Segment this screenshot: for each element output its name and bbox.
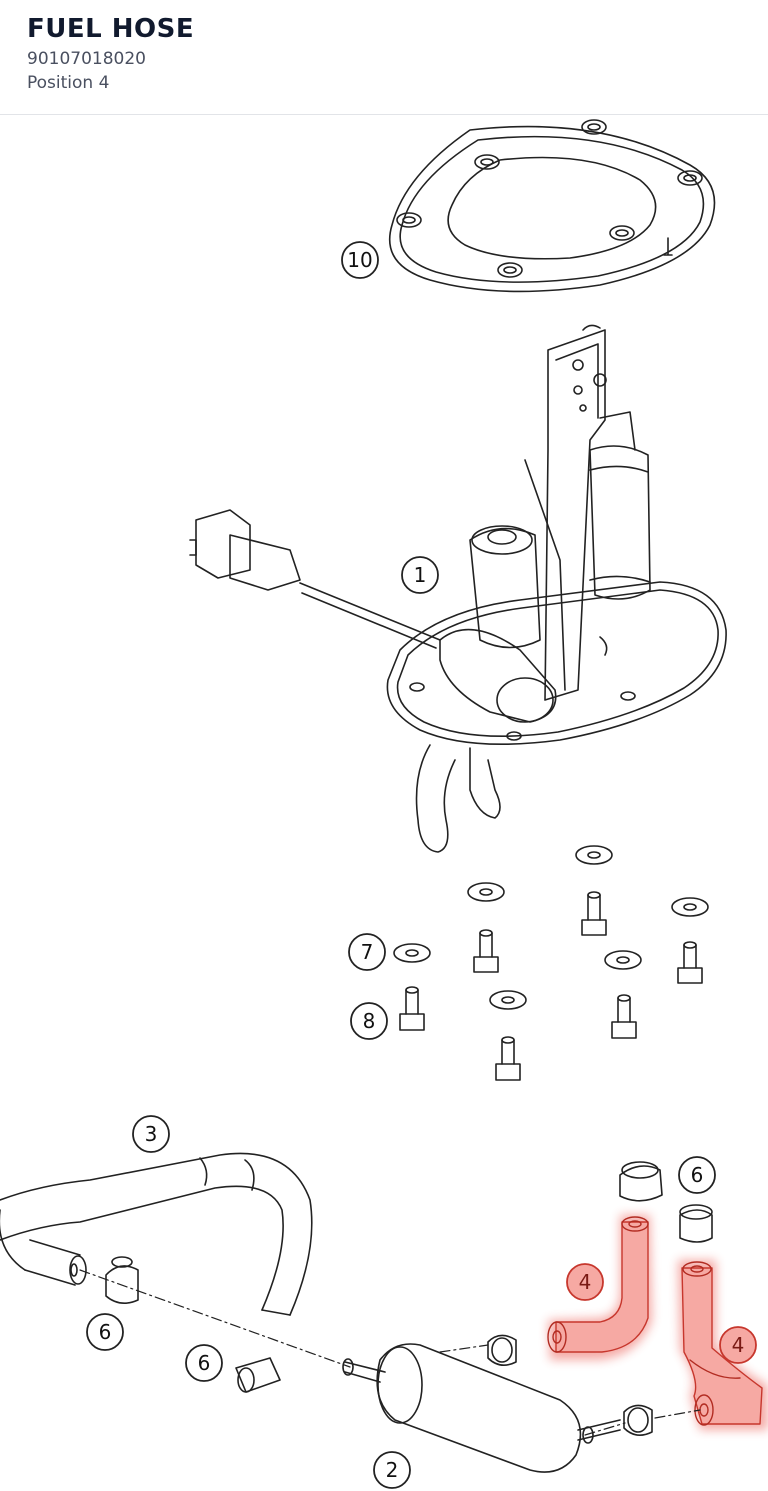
callout-label-8: 8	[363, 1009, 376, 1033]
callout-label-4-right: 4	[732, 1333, 745, 1357]
gasket-ring-drawing	[388, 119, 716, 293]
callout-label-6-left: 6	[99, 1320, 112, 1344]
callout-label-6-middle: 6	[198, 1351, 211, 1375]
part-position: Position 4	[27, 73, 110, 93]
fuel-pump-assembly-drawing	[189, 324, 727, 853]
washers-and-bolts-drawing	[393, 845, 709, 1081]
part-title: FUEL HOSE	[27, 14, 195, 44]
callout-label-6-top: 6	[691, 1163, 704, 1187]
assembly-lines	[79, 1269, 701, 1436]
callout-6-left	[86, 1313, 124, 1351]
callout-4-left	[566, 1263, 604, 1301]
callout-10	[341, 241, 379, 279]
part-number: 90107018020	[27, 49, 146, 69]
callout-label-4-left: 4	[579, 1270, 592, 1294]
callout-6-middle	[185, 1344, 223, 1382]
callout-label-10: 10	[347, 248, 372, 272]
hose-clamps-drawing	[105, 1161, 713, 1436]
fuel-hose-highlighted-drawing	[547, 1215, 768, 1430]
callout-7	[348, 933, 386, 971]
callout-1	[401, 556, 439, 594]
callout-label-7: 7	[361, 940, 374, 964]
page-header: FUEL HOSE 90107018020 Position 4	[0, 0, 768, 115]
callout-label-3: 3	[145, 1122, 158, 1146]
callout-label-2: 2	[386, 1458, 399, 1482]
callout-3	[132, 1115, 170, 1153]
callout-label-1: 1	[414, 563, 427, 587]
fuel-line-drawing	[0, 1152, 313, 1316]
callout-2	[373, 1451, 411, 1489]
exploded-parts-diagram: 10 1 7 8 3 6 4 6 6 4 2	[0, 119, 768, 1489]
callout-8	[350, 1002, 388, 1040]
callout-4-right	[719, 1326, 757, 1364]
fuel-filter-drawing	[342, 1343, 621, 1473]
callout-6-top	[678, 1156, 716, 1194]
